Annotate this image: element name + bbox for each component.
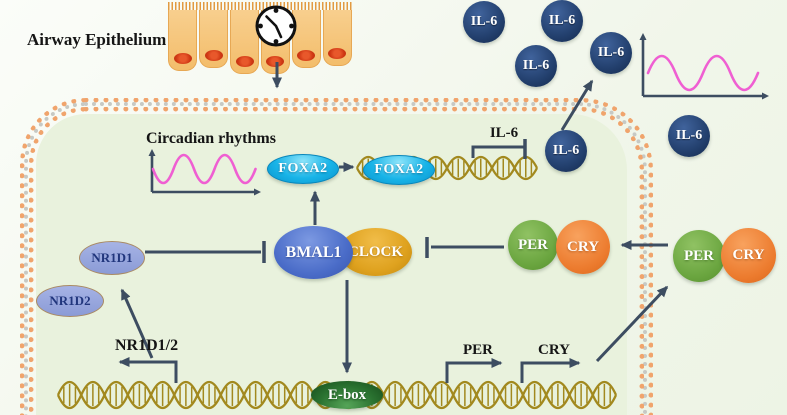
- node-il6: IL-6: [590, 32, 632, 74]
- node-il6: IL-6: [515, 45, 557, 87]
- node-nr1d2: NR1D2: [36, 285, 104, 317]
- il6-rhythm-graph: [639, 33, 769, 100]
- node-bmal1: BMAL1: [274, 226, 353, 279]
- node-nr1d1: NR1D1: [79, 241, 145, 275]
- epithelial-cell: [322, 10, 353, 66]
- node-per-nuclear: PER: [508, 220, 558, 270]
- cry-gene-label: CRY: [538, 342, 570, 358]
- node-ebox: E-box: [311, 381, 383, 409]
- node-il6-intracellular: IL-6: [545, 130, 587, 172]
- node-per-cytoplasmic: PER: [673, 230, 725, 282]
- node-foxa2-on-dna: FOXA2: [363, 155, 435, 185]
- node-il6: IL-6: [668, 115, 710, 157]
- cell-nucleus: [297, 50, 316, 61]
- cell-nucleus: [204, 50, 223, 61]
- epithelial-cell: [291, 10, 322, 68]
- cilia: [168, 2, 352, 10]
- node-cry-nuclear: CRY: [556, 220, 610, 274]
- node-foxa2: FOXA2: [267, 154, 339, 184]
- epithelial-cell: [168, 10, 198, 71]
- cell-nucleus: [266, 56, 285, 67]
- per-gene-label: PER: [463, 342, 493, 358]
- epithelial-cell: [198, 10, 229, 68]
- circadian-rhythms-label: Circadian rhythms: [146, 130, 276, 147]
- node-il6: IL-6: [463, 1, 505, 43]
- cell-nucleus: [328, 48, 347, 59]
- cell-nucleus: [173, 53, 192, 64]
- page-title: Airway Epithelium: [27, 30, 167, 49]
- clock-icon: [252, 2, 300, 55]
- nr1d12-gene-label: NR1D1/2: [115, 337, 179, 354]
- circadian-wave-graph: [148, 149, 261, 196]
- node-il6: IL-6: [541, 0, 583, 42]
- cell-nucleus: [235, 56, 254, 67]
- node-cry-cytoplasmic: CRY: [721, 228, 776, 283]
- il6-gene-label: IL-6: [489, 125, 519, 141]
- epithelial-cell: [229, 10, 260, 74]
